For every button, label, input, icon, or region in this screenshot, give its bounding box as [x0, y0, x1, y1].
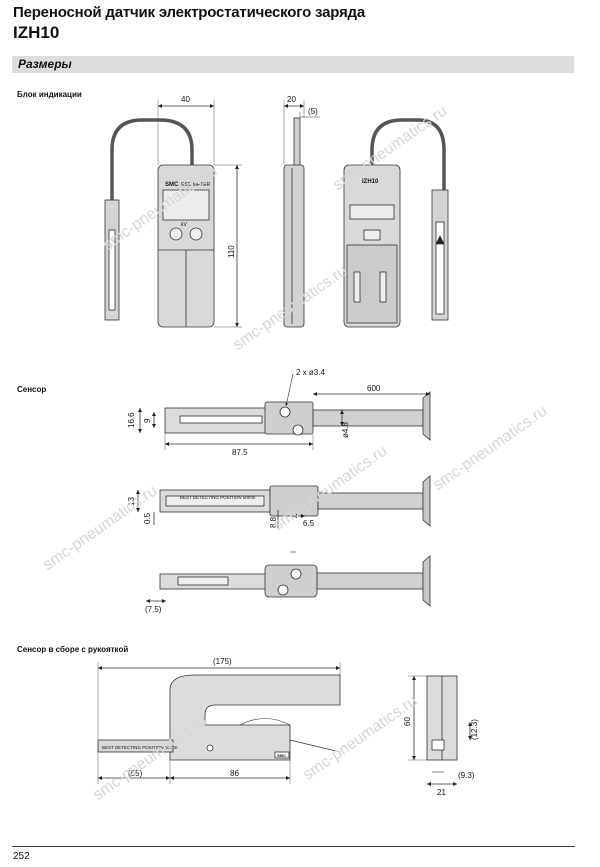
dim-sensor-cable: 600	[367, 384, 381, 393]
page-number: 252	[13, 851, 30, 862]
dim-handle-60: 60	[403, 717, 412, 726]
dim-handle-55: (55)	[128, 769, 143, 778]
dim-sensor-65: 6.5	[303, 519, 315, 528]
page-title: Переносной датчик электростатического за…	[13, 4, 366, 21]
display-unit-kv: kV	[181, 222, 188, 228]
footer-divider	[12, 846, 575, 847]
sensor-side-view	[159, 475, 431, 527]
sensor-top-view	[164, 391, 431, 441]
display-label: ESD METER	[181, 182, 211, 188]
dim-sensor-dia: ø4.8	[341, 421, 350, 438]
handle-logo: SMC	[277, 753, 286, 758]
dim-display-depth-small: (5)	[308, 107, 318, 116]
dim-sensor-05: 0.5	[143, 512, 152, 524]
display-side-view	[283, 117, 305, 328]
section-sensor-handle: Сенсор в сборе с рукояткой	[17, 645, 129, 654]
dim-display-height: 110	[227, 245, 236, 258]
model-title: IZH10	[13, 23, 60, 42]
back-model: IZH10	[362, 179, 379, 185]
dim-sensor-75: (7.5)	[145, 605, 162, 614]
section-display-unit: Блок индикации	[17, 90, 82, 99]
handle-end-view	[426, 675, 458, 761]
sensor-bottom-view	[159, 555, 431, 607]
display-logo: SMC	[165, 182, 179, 188]
dim-handle-123: (12.3)	[470, 719, 479, 740]
dim-sensor-length: 87.5	[232, 448, 248, 457]
handle-label: BEST DETECTING POSITION 50mm	[102, 745, 178, 750]
dim-handle-total: (175)	[213, 657, 232, 666]
dim-display-depth: 20	[287, 95, 296, 104]
sensor-side-label: BEST DETECTING POSITION 50mm	[180, 495, 256, 500]
dim-handle-86: 86	[230, 769, 239, 778]
section-bar: Размеры	[12, 56, 574, 73]
dim-sensor-13: 13	[127, 497, 136, 506]
section-bar-label: Размеры	[18, 57, 72, 71]
handle-side-view	[97, 674, 341, 761]
dim-sensor-88: 8.8	[269, 516, 278, 528]
display-back-view	[343, 118, 449, 328]
dim-handle-93: (9.3)	[458, 771, 475, 780]
display-front-view	[104, 118, 215, 328]
dim-sensor-hole: 2 x ø3.4	[296, 368, 325, 377]
dim-sensor-9: 9	[143, 418, 152, 423]
dim-display-width: 40	[181, 95, 190, 104]
section-sensor: Сенсор	[17, 385, 47, 394]
dim-handle-21: 21	[437, 788, 446, 797]
dim-sensor-height: 16.6	[127, 412, 136, 428]
